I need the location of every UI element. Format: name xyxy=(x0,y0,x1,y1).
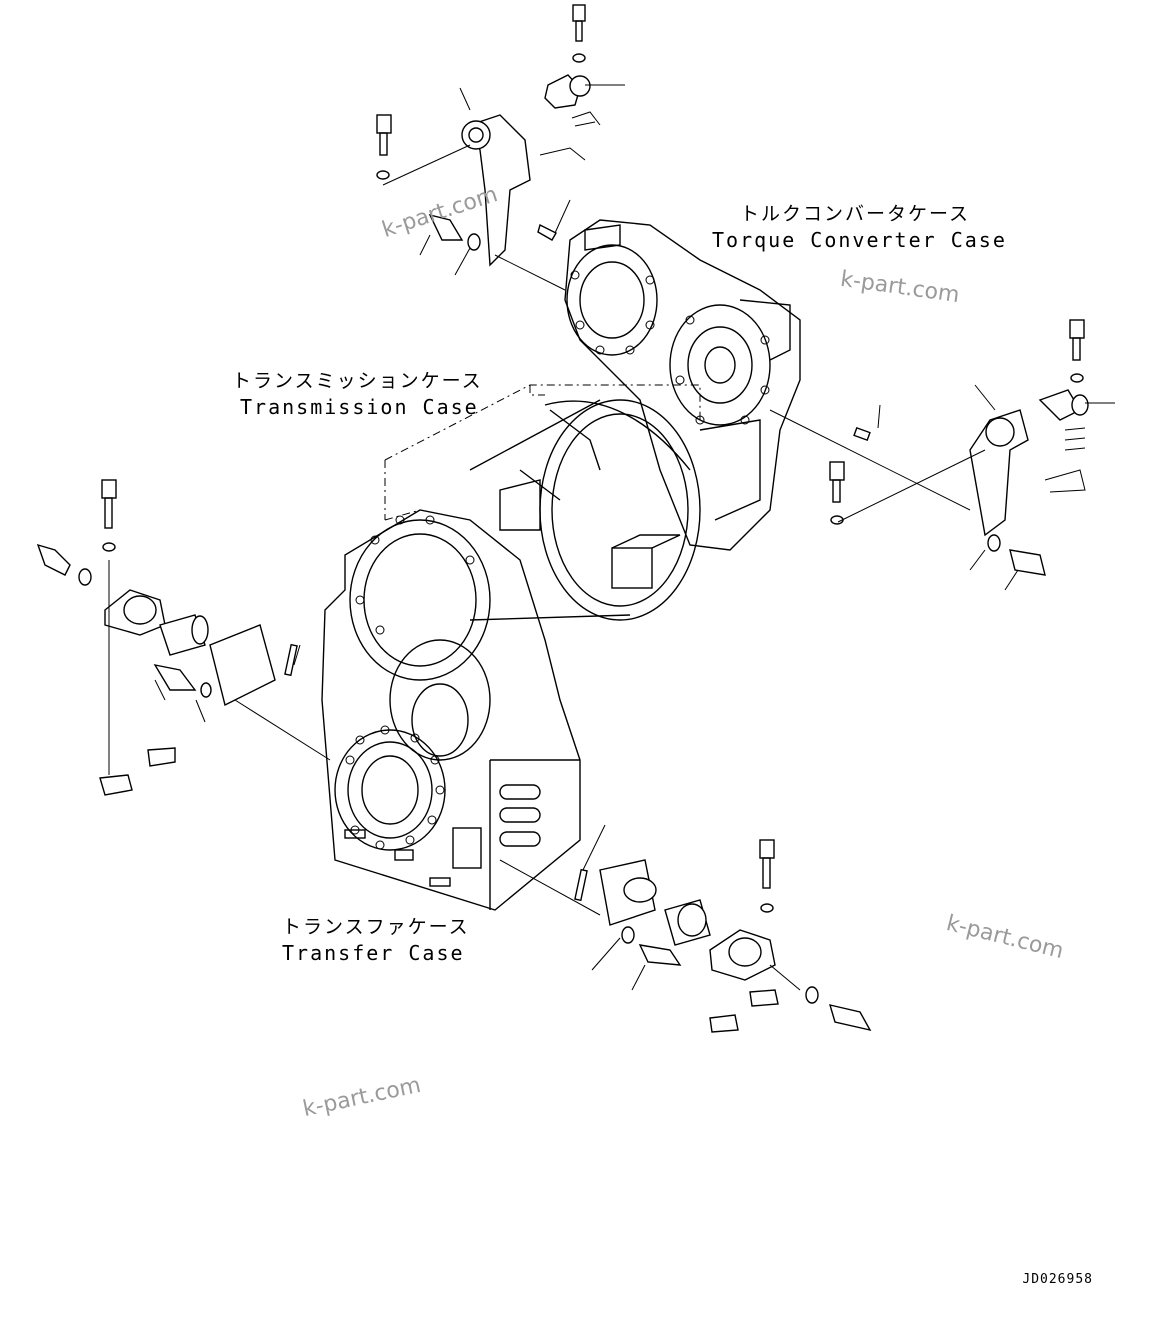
torque-converter-label-jp: トルクコンバータケース xyxy=(740,203,971,225)
transfer-label-en: Transfer Case xyxy=(282,941,465,965)
torque-converter-label-en: Torque Converter Case xyxy=(712,228,1007,252)
transfer-case xyxy=(321,509,581,911)
drawing-code: JD026958 xyxy=(1022,1272,1093,1287)
left-mount xyxy=(36,479,331,796)
lower-right-mount xyxy=(499,824,872,1033)
transmission-label-en: Transmission Case xyxy=(240,395,479,419)
upper-mount-bracket xyxy=(376,4,625,291)
torque-converter-case xyxy=(564,219,801,551)
bolt-heads xyxy=(345,515,475,850)
right-mount-bracket xyxy=(769,319,1115,591)
transfer-label-jp: トランスファケース xyxy=(282,916,470,938)
transmission-case xyxy=(469,399,701,621)
transmission-case-outline xyxy=(384,384,701,521)
transmission-label-jp: トランスミッションケース xyxy=(232,370,483,392)
tc-bolt-heads xyxy=(570,270,770,425)
